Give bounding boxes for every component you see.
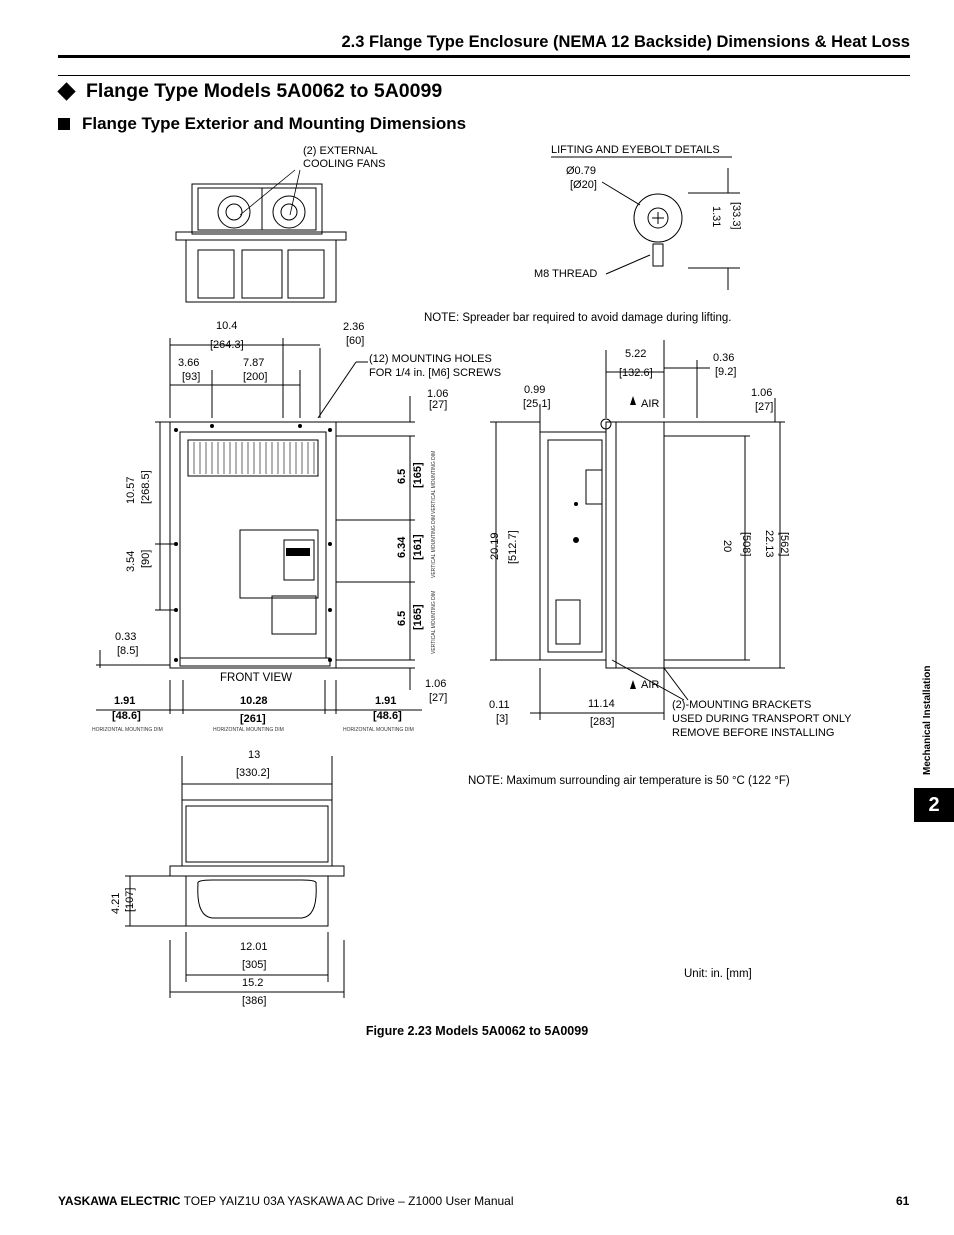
dim-6-5-a: 6.5 bbox=[396, 468, 408, 484]
dim-3: [3] bbox=[496, 713, 509, 725]
page-number: 61 bbox=[896, 1194, 910, 1208]
dim-20-19: 20.19 bbox=[489, 532, 501, 560]
dim-3-54: 3.54 bbox=[125, 550, 137, 572]
sidebar-chapter-label: Mechanical Installation bbox=[922, 665, 933, 775]
fans-label-1: (2) EXTERNAL bbox=[303, 145, 378, 157]
dim-0-36: 0.36 bbox=[713, 352, 735, 364]
dim-0-11: 0.11 bbox=[489, 699, 510, 711]
heading-1-text: Flange Type Models 5A0062 to 5A0099 bbox=[86, 80, 443, 102]
dim-161: [161] bbox=[412, 534, 424, 560]
note-air-temp: NOTE: Maximum surrounding air temperatur… bbox=[468, 775, 790, 787]
dim-60: [60] bbox=[346, 335, 365, 347]
mounting-holes-label-1: (12) MOUNTING HOLES bbox=[369, 353, 492, 365]
note-spreader: NOTE: Spreader bar required to avoid dam… bbox=[424, 312, 732, 324]
dim-165-a: [165] bbox=[412, 462, 424, 488]
dim-1-06-side: 1.06 bbox=[751, 387, 773, 399]
units-note: Unit: in. [mm] bbox=[684, 968, 752, 980]
header-rule bbox=[58, 55, 910, 58]
eyebolt-height-in: 1.31 bbox=[710, 206, 722, 228]
dim-1-91-left: 1.91 bbox=[114, 695, 136, 707]
dim-1-91-right: 1.91 bbox=[375, 695, 397, 707]
dim-2-36: 2.36 bbox=[343, 321, 365, 333]
dim-330-2: [330.2] bbox=[236, 767, 270, 779]
dim-22-13: 22.13 bbox=[763, 530, 775, 558]
square-bullet-icon bbox=[58, 118, 70, 130]
fans-label-2: COOLING FANS bbox=[303, 158, 386, 170]
eyebolt-dia-in: Ø0.79 bbox=[566, 165, 596, 177]
dim-0-33: 0.33 bbox=[115, 631, 137, 643]
dim-10-4: 10.4 bbox=[216, 320, 238, 332]
dim-10-57: 10.57 bbox=[125, 476, 137, 504]
front-view-label: FRONT VIEW bbox=[220, 672, 292, 684]
dim-107: [107] bbox=[124, 887, 136, 912]
dim-93: [93] bbox=[182, 371, 201, 383]
dim-4-21: 4.21 bbox=[110, 892, 122, 914]
dim-283: [283] bbox=[590, 716, 615, 728]
air-label-bottom: AIR bbox=[641, 679, 660, 691]
vmd-label-c: VERTICAL MOUNTING DIM bbox=[431, 590, 437, 654]
dim-0-99: 0.99 bbox=[524, 384, 546, 396]
footer-doc: YASKAWA ELECTRIC TOEP YAIZ1U 03A YASKAWA… bbox=[58, 1194, 514, 1208]
heading-2-text: Flange Type Exterior and Mounting Dimens… bbox=[82, 114, 467, 133]
dim-12-01: 12.01 bbox=[240, 941, 268, 953]
vmd-label-a: VERTICAL MOUNTING DIM bbox=[431, 450, 437, 514]
dim-9-2: [9.2] bbox=[715, 366, 737, 378]
dim-132-6: [132.6] bbox=[619, 367, 653, 379]
dim-11-14: 11.14 bbox=[588, 698, 615, 710]
dim-6-5-b: 6.5 bbox=[396, 610, 408, 626]
dim-165-b: [165] bbox=[412, 604, 424, 630]
dim-5-22: 5.22 bbox=[625, 348, 647, 360]
dim-48-6-right: [48.6] bbox=[373, 710, 402, 722]
dim-27-side: [27] bbox=[755, 401, 774, 413]
eyebolt-dia-mm: [Ø20] bbox=[570, 179, 597, 191]
dim-268-5: [268.5] bbox=[140, 470, 152, 504]
figure-caption: Figure 2.23 Models 5A0062 to 5A0099 bbox=[365, 1024, 589, 1038]
dim-1-06-bot: 1.06 bbox=[425, 678, 447, 690]
dim-512-7: [512.7] bbox=[507, 530, 519, 564]
brackets-label-2: USED DURING TRANSPORT ONLY bbox=[672, 713, 852, 725]
vmd-label-b: VERTICAL MOUNTING DIM bbox=[431, 514, 437, 578]
section-header: 2.3 Flange Type Enclosure (NEMA 12 Backs… bbox=[341, 33, 910, 51]
footer-brand: YASKAWA ELECTRIC bbox=[58, 1194, 181, 1208]
heading-1: Flange Type Models 5A0062 to 5A0099 bbox=[56, 80, 442, 103]
dim-261: [261] bbox=[240, 713, 266, 725]
dim-264-3: [264.3] bbox=[210, 339, 244, 351]
air-label-top: AIR bbox=[641, 398, 660, 410]
eyebolt-height-mm: [33.3] bbox=[730, 202, 742, 230]
dim-27-bot: [27] bbox=[429, 692, 448, 704]
mounting-holes-label-2: FOR 1/4 in. [M6] SCREWS bbox=[369, 367, 502, 379]
dim-386: [386] bbox=[242, 995, 267, 1007]
dim-3-66: 3.66 bbox=[178, 357, 200, 369]
dim-8-5: [8.5] bbox=[117, 645, 139, 657]
footer-doc-title: TOEP YAIZ1U 03A YASKAWA AC Drive – Z1000… bbox=[180, 1194, 514, 1208]
dim-15-2: 15.2 bbox=[242, 977, 264, 989]
dim-7-87: 7.87 bbox=[243, 357, 265, 369]
heading-2: Flange Type Exterior and Mounting Dimens… bbox=[58, 114, 466, 134]
dim-13: 13 bbox=[248, 749, 261, 761]
dim-562: [562] bbox=[778, 532, 790, 557]
dim-305: [305] bbox=[242, 959, 267, 971]
dim-200: [200] bbox=[243, 371, 268, 383]
chapter-tab: 2 bbox=[914, 788, 954, 822]
dim-508: [508] bbox=[740, 532, 752, 557]
header-thin-rule bbox=[58, 75, 910, 76]
hmd-label-center: HORIZONTAL MOUNTING DIM bbox=[213, 727, 284, 733]
hmd-label-right: HORIZONTAL MOUNTING DIM bbox=[343, 727, 414, 733]
dim-1-06-top: 1.06 bbox=[427, 388, 449, 400]
brackets-label-1: (2)-MOUNTING BRACKETS bbox=[672, 699, 812, 711]
dim-48-6-left: [48.6] bbox=[112, 710, 141, 722]
dim-6-34: 6.34 bbox=[396, 536, 408, 558]
dim-90: [90] bbox=[140, 549, 152, 568]
hmd-label-left: HORIZONTAL MOUNTING DIM bbox=[92, 727, 163, 733]
dim-27-top: [27] bbox=[429, 399, 448, 411]
thread-label: M8 THREAD bbox=[534, 268, 598, 280]
dim-10-28: 10.28 bbox=[240, 695, 268, 707]
dim-25-1: [25.1] bbox=[523, 398, 551, 410]
dim-20: 20 bbox=[721, 540, 733, 553]
brackets-label-3: REMOVE BEFORE INSTALLING bbox=[672, 727, 835, 739]
lifting-title: LIFTING AND EYEBOLT DETAILS bbox=[551, 144, 720, 156]
